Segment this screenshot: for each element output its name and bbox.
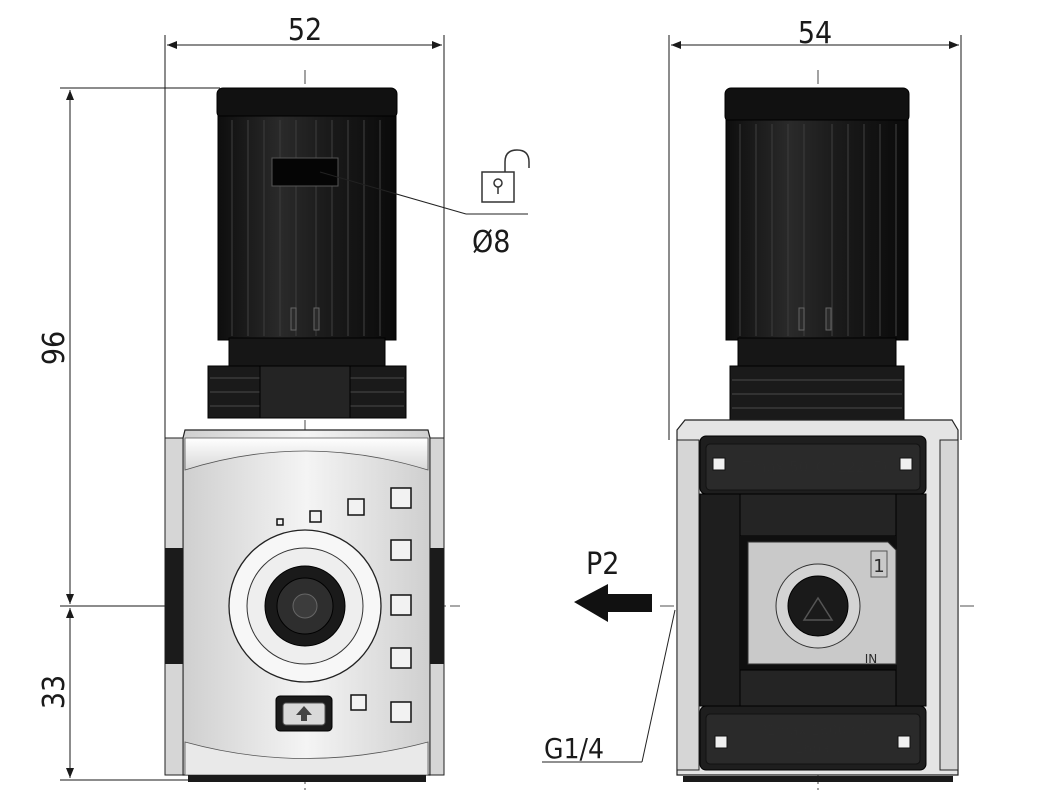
dimension-lines bbox=[60, 35, 962, 781]
front-view bbox=[164, 87, 445, 782]
side-view: Tmax 50°C (122°F) 1 IN P1max 1600kPa (16… bbox=[676, 87, 959, 782]
inlet-label: IN bbox=[865, 652, 878, 666]
padlock-open-icon bbox=[481, 149, 530, 203]
outlet-label: P2 bbox=[586, 547, 619, 582]
dim-height-33: 33 bbox=[37, 675, 72, 709]
dim-front-width: 52 bbox=[288, 13, 322, 48]
lock-annotation: Ø8 bbox=[319, 149, 530, 260]
lock-hole-dimension: Ø8 bbox=[472, 225, 510, 260]
arrow-left-icon bbox=[574, 584, 652, 622]
port-annotation: G1/4 bbox=[542, 609, 676, 765]
dim-side-width: 54 bbox=[798, 16, 832, 51]
port-thread-label: G1/4 bbox=[544, 732, 604, 765]
tmax-label: Tmax 50°C (122°F) bbox=[742, 458, 888, 476]
pmax-label-line2: (16bar) bbox=[789, 741, 841, 757]
port-number: 1 bbox=[873, 556, 884, 577]
dim-height-96: 96 bbox=[37, 331, 72, 365]
pmax-label-line1: P1max 1600kPa bbox=[759, 723, 871, 739]
outlet-annotation: P2 bbox=[574, 547, 652, 622]
